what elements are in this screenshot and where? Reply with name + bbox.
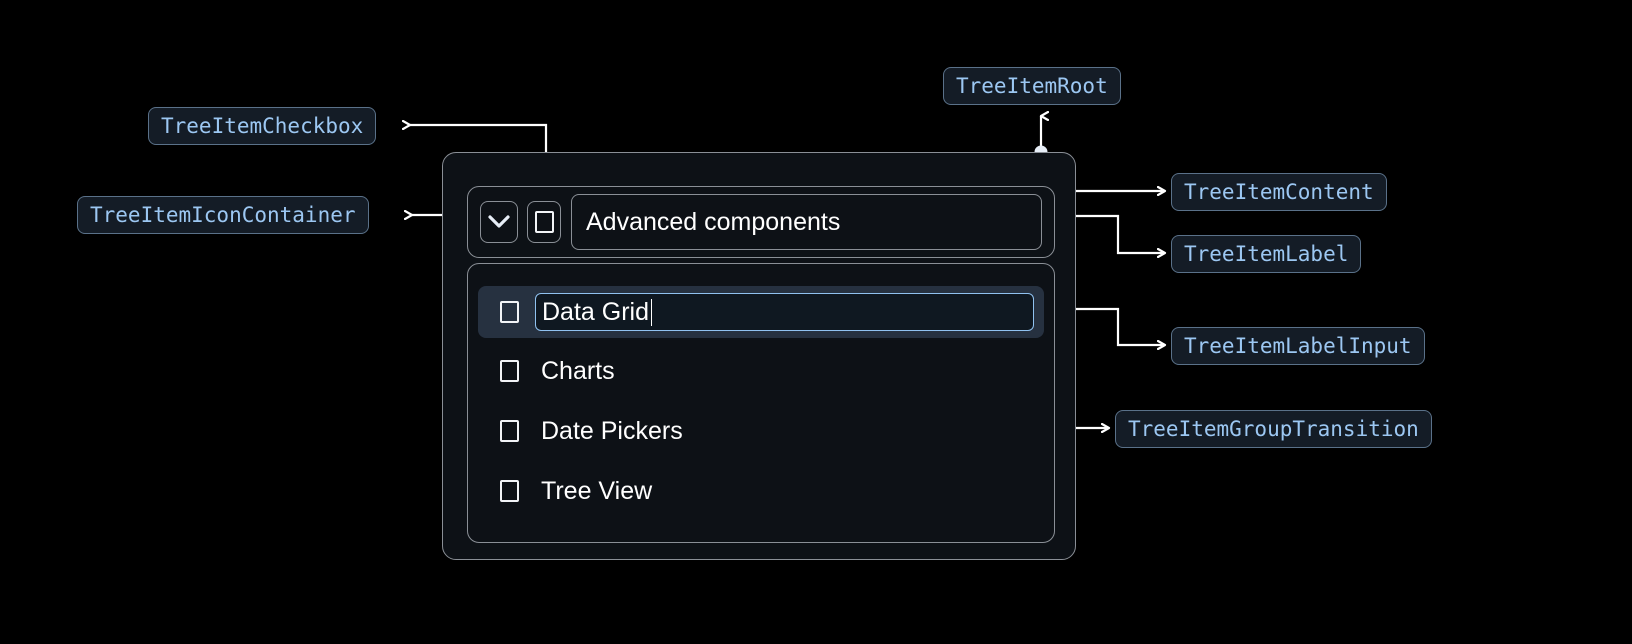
checkbox-square-icon[interactable] <box>500 420 519 442</box>
badge-tree-item-label[interactable]: TreeItemLabel <box>1171 235 1362 273</box>
tree-item-checkbox[interactable] <box>527 201 561 243</box>
checkbox-square-icon <box>534 211 554 233</box>
tree-item-label[interactable]: Advanced components <box>571 194 1042 250</box>
badge-tree-item-group-transition[interactable]: TreeItemGroupTransition <box>1115 410 1432 448</box>
chevron-down-icon <box>488 215 510 228</box>
text-caret <box>650 298 653 326</box>
tree-item-icon-container[interactable] <box>480 201 518 243</box>
tree-item-content[interactable]: Advanced components <box>467 186 1055 258</box>
tree-item-group-transition: Data Grid Charts Date Pickers Tree View <box>467 263 1055 543</box>
tree-item-row[interactable]: Tree View <box>478 468 1044 514</box>
tree-item-label-text: Tree View <box>541 476 653 505</box>
checkbox-square-icon[interactable] <box>500 480 519 502</box>
tree-item-label-text: Date Pickers <box>541 416 683 445</box>
tree-item-row[interactable]: Charts <box>478 348 1044 394</box>
tree-item-root[interactable]: Advanced components Data Grid Charts Dat… <box>442 152 1076 560</box>
checkbox-square-icon[interactable] <box>500 301 519 323</box>
badge-tree-item-content[interactable]: TreeItemContent <box>1171 173 1387 211</box>
tree-item-label-input-value: Data Grid <box>542 297 649 326</box>
tree-item-label-input[interactable]: Data Grid <box>535 293 1034 331</box>
badge-tree-item-checkbox[interactable]: TreeItemCheckbox <box>148 107 377 145</box>
badge-tree-item-root[interactable]: TreeItemRoot <box>943 67 1121 105</box>
tree-item-row[interactable]: Date Pickers <box>478 408 1044 454</box>
checkbox-square-icon[interactable] <box>500 360 519 382</box>
badge-tree-item-label-input[interactable]: TreeItemLabelInput <box>1171 327 1425 365</box>
tree-item-label-text: Charts <box>541 356 615 385</box>
badge-tree-item-icon-container[interactable]: TreeItemIconContainer <box>77 196 369 234</box>
tree-item-row[interactable]: Data Grid <box>478 286 1044 338</box>
tree-item-label-text: Advanced components <box>586 207 841 236</box>
